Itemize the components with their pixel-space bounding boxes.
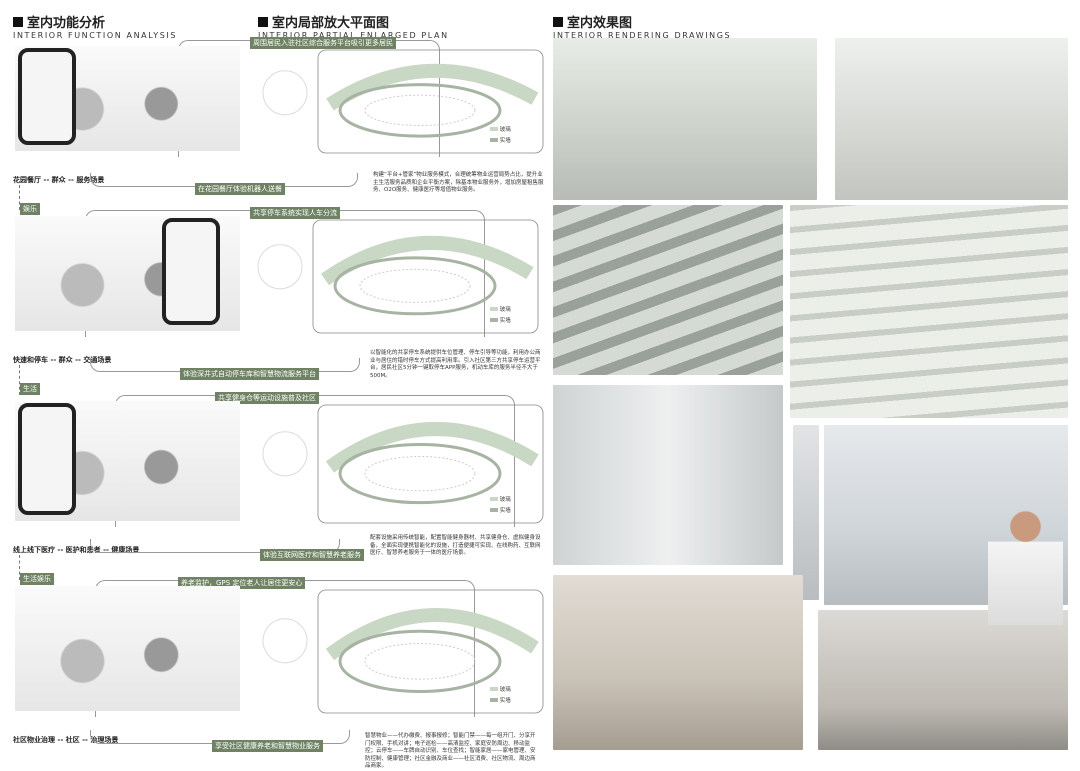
rendering-vertical-farm-shaft xyxy=(553,205,783,375)
square-bullet-icon xyxy=(13,16,23,27)
scene-label: 社区物业治理 -- 社区 -- 治理场景 xyxy=(13,736,119,744)
plan-furniture-ring xyxy=(364,94,476,127)
rendering-corridor xyxy=(553,385,783,565)
plan-panel xyxy=(260,586,550,719)
legend-wall: 实墙 xyxy=(490,136,511,144)
connector-line xyxy=(19,185,20,210)
plan-inner-ring xyxy=(333,256,497,316)
rendering-garden-restaurant xyxy=(553,38,817,200)
plan-wall-arc xyxy=(325,422,539,473)
legend-glass-label: 玻璃 xyxy=(499,307,511,313)
plan-legend: 玻璃 实墙 xyxy=(490,305,511,324)
category-tag: 生活 xyxy=(20,383,40,395)
rendering-gym xyxy=(818,610,1068,750)
legend-glass: 玻璃 xyxy=(490,125,511,133)
legend-glass-label: 玻璃 xyxy=(499,127,511,133)
legend-wall-label: 实墙 xyxy=(499,508,511,514)
plan-inner-ring xyxy=(338,629,502,693)
bottom-banner: 体验互联网医疗和智慧养老服务 xyxy=(260,549,364,561)
plan-panel xyxy=(255,216,545,339)
top-banner: 周围居民入驻社区综合服务平台吸引更多居民 xyxy=(250,37,396,49)
scene-description: 智慧物业——代办缴费、报事报修；智能门禁——每一组开门、分享开门权限、手机对讲；… xyxy=(365,733,536,769)
top-banner: 共享健身仓等运动设施普及社区 xyxy=(215,392,319,404)
app-phone-mockup xyxy=(18,403,76,515)
legend-wall: 实墙 xyxy=(490,506,511,514)
connector-line xyxy=(19,555,20,580)
section-subtitle: Interior function analysis xyxy=(13,31,178,40)
plan-wall-arc xyxy=(320,235,534,286)
function-analysis-header: 室内功能分析 Interior function analysis xyxy=(13,12,177,40)
flow-loop-bottom xyxy=(90,539,340,553)
rendering-header: 室内效果图 Interior rendering drawings xyxy=(553,12,731,40)
plan-panel xyxy=(260,46,550,159)
plan-inner-ring xyxy=(338,443,502,505)
plan-legend: 玻璃 实墙 xyxy=(490,495,511,514)
plan-furniture-ring xyxy=(364,643,476,680)
top-banner: 共享停车系统实现人车分流 xyxy=(250,207,340,219)
plan-furniture-ring xyxy=(364,455,476,492)
app-phone-mockup xyxy=(162,218,220,325)
legend-glass-label: 玻璃 xyxy=(499,687,511,693)
bottom-banner: 享受社区健康养老和智慧物业服务 xyxy=(212,740,323,752)
rendering-elderly-lounge xyxy=(553,575,803,750)
plan-drawing xyxy=(262,404,544,524)
legend-wall-label: 实墙 xyxy=(499,698,511,704)
scene-description: 以智能化的共享停车系统提供车位管理、停车引导等功能，利用办公商业与居住的错时停车… xyxy=(370,350,541,379)
scene-description: 配套设施采用传统智能，配置智能健身器材、共享健身仓、虚拟健身设备，全面实现便携智… xyxy=(370,535,541,556)
plan-drawing xyxy=(257,219,539,334)
legend-glass: 玻璃 xyxy=(490,495,511,503)
plan-detail-sketch xyxy=(262,618,308,664)
legend-glass: 玻璃 xyxy=(490,685,511,693)
plan-furniture-ring xyxy=(359,268,471,303)
scene-label: 快速和停车 -- 群众 -- 交通场景 xyxy=(13,356,112,364)
bottom-banner: 体验深井式自动停车库和智慧物流服务平台 xyxy=(180,368,319,380)
plan-frame xyxy=(317,49,544,154)
plan-detail-sketch xyxy=(262,70,308,116)
legend-wall-label: 实墙 xyxy=(499,318,511,324)
section-title: 室内效果图 xyxy=(567,16,633,31)
plan-detail-sketch xyxy=(262,431,308,477)
plan-frame xyxy=(317,589,544,714)
doctor-portrait xyxy=(988,505,1063,625)
section-title: 室内功能分析 xyxy=(27,16,106,31)
rendering-vertical-farm-hall xyxy=(790,205,1068,418)
section-subtitle: Interior partial enlarged plan xyxy=(258,31,449,40)
category-tag: 生活娱乐 xyxy=(20,573,54,585)
rendering-lounge xyxy=(835,38,1068,200)
bottom-banner: 在花园餐厅体验机器人送餐 xyxy=(195,183,285,195)
legend-wall: 实墙 xyxy=(490,696,511,704)
scene-label: 线上线下医疗 -- 医护和患者 -- 健康场景 xyxy=(13,546,140,554)
category-tag: 娱乐 xyxy=(20,203,40,215)
square-bullet-icon xyxy=(258,16,268,27)
plan-inner-ring xyxy=(338,83,502,138)
rendering-detail-strip xyxy=(793,425,819,600)
plan-panel xyxy=(260,401,550,529)
square-bullet-icon xyxy=(553,16,563,27)
plan-legend: 玻璃 实墙 xyxy=(490,685,511,704)
scene-label: 花园餐厅 -- 群众 -- 服务场景 xyxy=(13,176,105,184)
plan-detail-sketch xyxy=(257,244,303,290)
plan-drawing xyxy=(262,49,544,154)
plan-wall-arc xyxy=(325,608,539,661)
legend-glass-label: 玻璃 xyxy=(499,497,511,503)
plan-wall-arc xyxy=(326,63,539,111)
plan-frame xyxy=(317,404,544,524)
plan-frame xyxy=(312,219,539,334)
scene-collage xyxy=(15,586,240,711)
app-phone-mockup xyxy=(18,48,76,145)
section-subtitle: Interior rendering drawings xyxy=(553,31,732,40)
plan-legend: 玻璃 实墙 xyxy=(490,125,511,144)
connector-line xyxy=(19,365,20,395)
plan-drawing xyxy=(262,589,544,714)
plan-header: 室内局部放大平面图 Interior partial enlarged plan xyxy=(258,12,449,40)
scene-description: 构建“平台+管家”物业服务模式，合理统筹物业运营局势占比，提升业主生活服务品质和… xyxy=(373,172,544,193)
legend-wall: 实墙 xyxy=(490,316,511,324)
legend-glass: 玻璃 xyxy=(490,305,511,313)
section-title: 室内局部放大平面图 xyxy=(272,16,390,31)
legend-wall-label: 实墙 xyxy=(499,138,511,144)
